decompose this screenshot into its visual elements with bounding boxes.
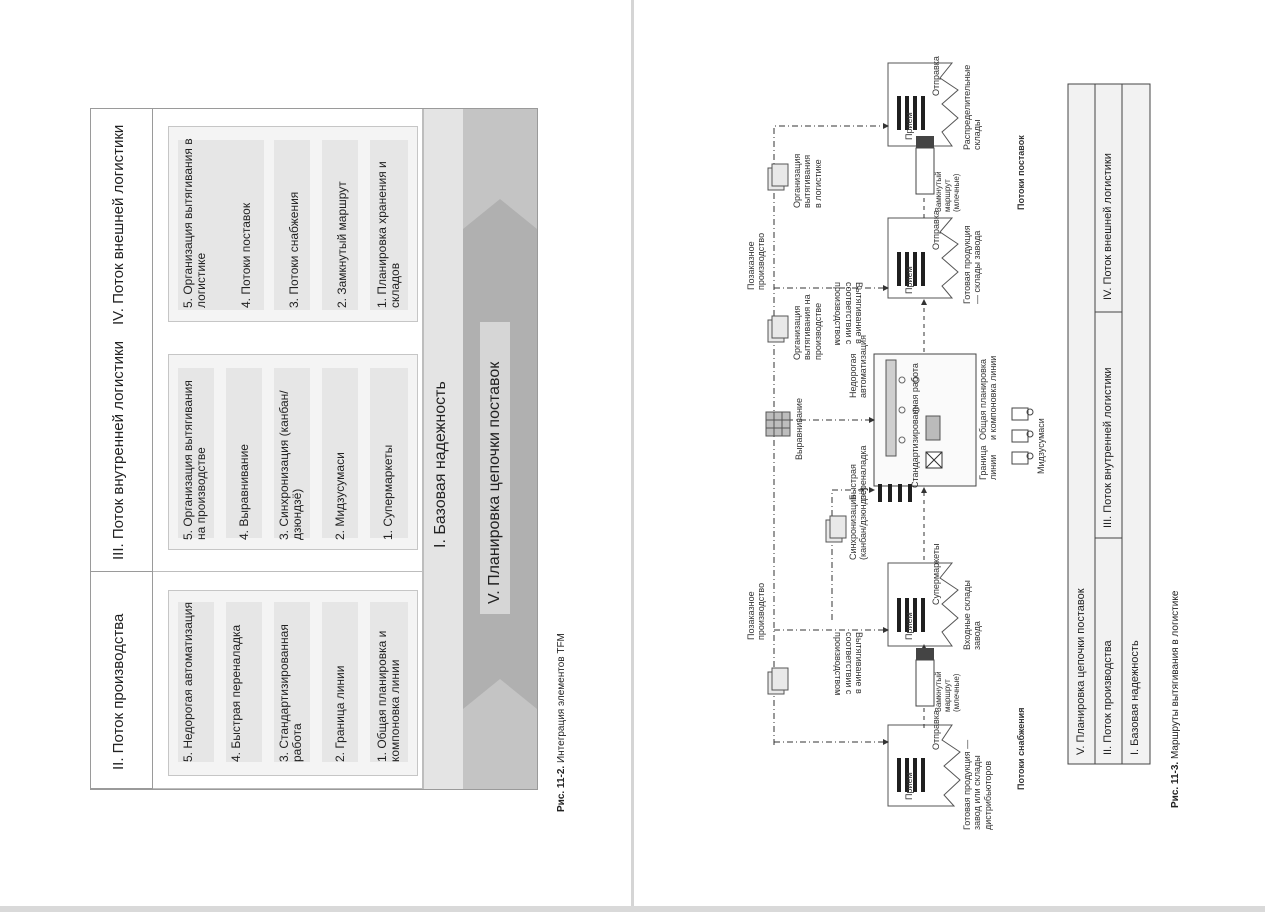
label-withdrawal-production: Позаказное производство: [746, 582, 767, 640]
item-bar: [178, 368, 214, 538]
column-title-production: II. Поток производства: [110, 613, 127, 770]
item-bar: [322, 140, 358, 310]
item-label: 3. Стандартизированная работа: [277, 624, 305, 762]
item-bar: [226, 368, 262, 538]
label-withdrawal-production: Позаказное производство: [746, 232, 767, 290]
label-pull-logistics: Организация вытягивания в логистике: [792, 153, 823, 208]
logistics-diagram: [765, 62, 1151, 807]
label-leveling: Выравнивание: [794, 398, 804, 460]
item-label: 2. Замкнутый маршрут: [335, 181, 349, 308]
warehouse-dist: [887, 724, 961, 807]
label-closed-loop: Замкнутый маршрут (млечные): [934, 171, 962, 212]
item-bar: [322, 602, 358, 762]
item-bar: [274, 602, 310, 762]
label-standard-work: Стандартизированная работа: [910, 363, 920, 488]
label-supply-flow: Потоки снабжения: [1016, 707, 1026, 790]
warehouse-shapes: [887, 62, 961, 807]
item-bar: [274, 140, 310, 310]
base-reliability-label: I. Базовая надежность: [432, 381, 449, 548]
legend-base-reliability: I. Базовая надежность: [1129, 640, 1141, 755]
label-pull-production: Организация вытягивания на производстве: [792, 294, 823, 360]
dock-marks: [897, 96, 925, 792]
item-bar: [226, 140, 262, 310]
dock-label-receiving: Прием: [904, 772, 914, 800]
legend-internal-flow: III. Поток внутренней логистики: [1102, 367, 1114, 528]
warehouse-inbound: [887, 562, 959, 647]
legend-external-flow: IV. Поток внешней логистики: [1102, 153, 1114, 300]
label-cheap-automation: Недорогая автоматизация: [848, 335, 869, 398]
figure-caption: Рис. 11-2. Интеграция элементов TFM: [556, 633, 567, 812]
item-bar: [370, 602, 408, 762]
item-bar: [370, 368, 408, 538]
caption-label: Рис. 11-2.: [556, 765, 567, 812]
label-distribution-centers: Распределительные склады: [962, 64, 983, 150]
item-bar: [226, 602, 262, 762]
truck-icons: [915, 136, 935, 707]
supply-chain-label: V. Планировка цепочки поставок: [486, 361, 503, 604]
legend-production-flow: II. Поток производства: [1102, 640, 1114, 755]
label-dist-warehouse: Готовая продукция — завод или склады дис…: [962, 739, 993, 830]
dock-label-shipping: Отправка: [931, 710, 941, 750]
item-label: 4. Потоки поставок: [239, 202, 253, 308]
item-label: 2. Граница линии: [333, 665, 347, 762]
page-gutter: [631, 0, 634, 912]
item-label: 5. Организация вытягивания в логистике: [181, 138, 209, 308]
dock-label-receiving: Прием: [904, 112, 914, 140]
caption-label: Рис. 11-3.: [1170, 761, 1181, 808]
supply-chain-label-plate: [480, 322, 510, 614]
leveling-box-glyph: [765, 411, 791, 437]
column-title-external: IV. Поток внешней логистики: [110, 124, 127, 325]
item-bar: [178, 602, 214, 762]
column-header-internal: [91, 338, 153, 572]
label-layout: Общая планировка и компоновка линии: [978, 355, 999, 440]
dock-label-receiving: Прием: [904, 266, 914, 294]
mizusumashi-train-icon: [1011, 407, 1034, 465]
dock-label-shipping: Отправка: [931, 56, 941, 96]
item-label: 5. Организация вытягивания на производст…: [181, 380, 209, 540]
legend-supply-chain: V. Планировка цепочки поставок: [1075, 588, 1087, 755]
column-header-external: [91, 109, 153, 338]
kanban-cards: [767, 163, 847, 695]
label-closed-loop: Замкнутый маршрут (млечные): [934, 671, 962, 712]
label-quick-changeover: Быстрая переналадка: [848, 445, 869, 500]
item-bar: [322, 368, 358, 538]
legend-table-shapes: [1067, 83, 1151, 765]
right-page: Готовая продукция — завод или склады дис…: [634, 0, 1265, 912]
caption-text: Интеграция элементов TFM: [556, 633, 567, 764]
item-label: 4. Выравнивание: [237, 444, 251, 540]
caption-text: Маршруты вытягивания в логистике: [1170, 590, 1181, 760]
item-label: 2. Мидзусумаси: [333, 452, 347, 540]
column-title-internal: III. Поток внутренней логистики: [110, 341, 127, 560]
item-label: 1. Общая планировка и компоновка линии: [375, 630, 403, 762]
dock-label-supermarkets: Супермаркеты: [931, 543, 941, 605]
label-delivery-flow: Потоки поставок: [1016, 135, 1026, 210]
dock-label-shipping: Отправка: [931, 210, 941, 250]
item-bar: [370, 140, 408, 310]
label-line-boundary: Граница линии: [978, 445, 999, 480]
dock-label-receiving: Прием: [904, 612, 914, 640]
label-fg-warehouse: Готовая продукция — склады завода: [962, 225, 983, 304]
label-mizusumashi: Мидзусумаси: [1036, 418, 1046, 474]
item-label: 3. Потоки снабжения: [287, 191, 301, 308]
warehouse-fg: [887, 217, 959, 299]
item-label: 5. Недорогая автоматизация: [181, 602, 195, 762]
label-upside-pull-text: Вытягивание в соответствии с производств…: [833, 632, 864, 696]
item-label: 4. Быстрая переналадка: [229, 624, 243, 762]
left-page: II. Поток производства III. Поток внутре…: [0, 0, 632, 912]
item-label: 3. Синхронизация (канбан/дзюндзё): [277, 390, 305, 540]
item-bar: [274, 368, 310, 538]
column-header-production: [91, 572, 153, 789]
label-inbound-warehouse: Входные склады завода: [962, 580, 983, 650]
item-label: 1. Планировка хранения и складов: [375, 161, 403, 308]
figure-caption: Рис. 11-3. Маршруты вытягивания в логист…: [1170, 591, 1181, 808]
page-bottom-edge: [0, 906, 1265, 912]
item-label: 1. Супермаркеты: [381, 444, 395, 540]
base-reliability-band: [423, 109, 463, 789]
